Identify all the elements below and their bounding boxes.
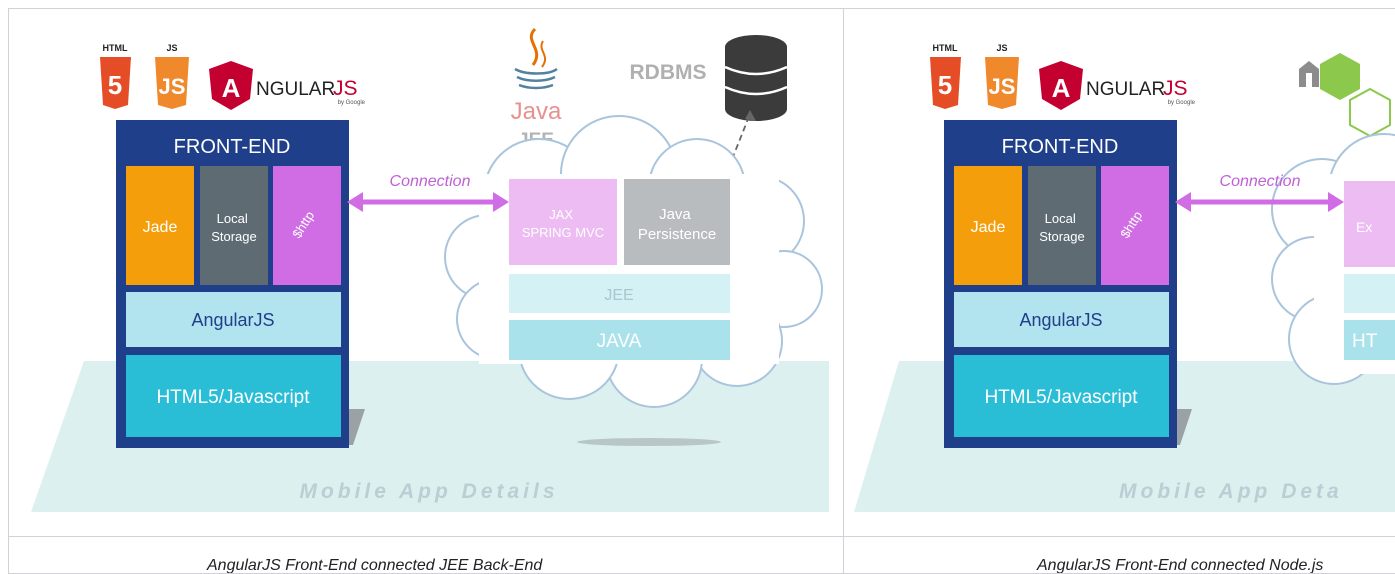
js-logo-icon: JS JS <box>155 43 189 109</box>
floor-label: Mobile App Deta <box>1119 480 1343 503</box>
angularjs-layer <box>126 292 341 347</box>
svg-text:NGULAR: NGULAR <box>1086 79 1165 100</box>
http-module <box>273 166 341 285</box>
angularjs-layer-label: AngularJS <box>191 310 274 330</box>
svg-text:NGULAR: NGULAR <box>256 79 335 100</box>
html5-layer-label: HTML5/Javascript <box>984 387 1138 408</box>
nodejs-architecture-diagram: Mobile App Deta HTML 5 JS JS A NGULAR JS… <box>854 43 1395 512</box>
svg-text:JS: JS <box>166 43 177 53</box>
svg-text:5: 5 <box>938 70 952 100</box>
connection-label: Connection <box>390 173 471 190</box>
nodejs-logo-icon <box>1299 53 1391 138</box>
angularjs-logo-icon: A NGULAR JS by Google <box>1039 61 1196 110</box>
rdbms-label: RDBMS <box>630 61 707 84</box>
caption-nodejs: AngularJS Front-End connected Node.js <box>1037 557 1324 574</box>
html5-logo-icon: HTML 5 <box>930 43 961 109</box>
local-storage-module <box>1028 166 1096 285</box>
html5-layer-label: HTML5/Javascript <box>156 387 310 408</box>
jax-spring-label: JAX SPRING MVC <box>522 207 604 240</box>
java-logo-text: Java <box>511 98 562 125</box>
connection-arrow <box>347 192 509 212</box>
svg-text:by Google: by Google <box>338 100 366 106</box>
local-storage-label: Local Storage <box>1039 211 1085 244</box>
svg-text:by Google: by Google <box>1168 100 1196 106</box>
jade-label: Jade <box>143 219 178 236</box>
svg-text:JS: JS <box>159 74 186 99</box>
jade-label: Jade <box>971 219 1006 236</box>
svg-text:A: A <box>222 73 241 103</box>
cloud-shadow <box>577 438 721 446</box>
java-persistence-box <box>624 179 730 265</box>
connection-label: Connection <box>1220 173 1301 190</box>
jee-architecture-cell: Mobile App Details HTML 5 JS JS A NGULAR… <box>8 8 844 574</box>
caption-jee: AngularJS Front-End connected JEE Back-E… <box>207 557 543 574</box>
floor-label: Mobile App Details <box>299 480 558 503</box>
frontend-title: FRONT-END <box>1002 136 1119 158</box>
local-storage-label: Local Storage <box>211 211 257 244</box>
ht-layer-label: HT <box>1352 331 1378 352</box>
http-module <box>1101 166 1169 285</box>
svg-text:JS: JS <box>1163 77 1188 100</box>
frontend-title: FRONT-END <box>174 136 291 158</box>
html5-layer <box>126 355 341 437</box>
java-logo-icon: Java JEE <box>511 27 562 151</box>
caption-row: AngularJS Front-End connected JEE Back-E… <box>9 536 843 573</box>
angularjs-layer <box>954 292 1169 347</box>
svg-text:JS: JS <box>989 74 1016 99</box>
connection-arrow <box>1175 192 1344 212</box>
svg-text:HTML: HTML <box>103 43 128 53</box>
html5-logo-icon: HTML 5 <box>100 43 131 109</box>
java-layer <box>509 320 730 360</box>
jee-architecture-diagram: Mobile App Details HTML 5 JS JS A NGULAR… <box>31 27 829 512</box>
svg-text:5: 5 <box>108 70 122 100</box>
html5-layer <box>954 355 1169 437</box>
java-persistence-label: Java Persistence <box>638 206 716 243</box>
jax-spring-box <box>509 179 617 265</box>
angularjs-logo-icon: A NGULAR JS by Google <box>209 61 366 110</box>
ht-layer <box>1344 320 1395 360</box>
svg-text:JS: JS <box>996 43 1007 53</box>
java-layer-label: JAVA <box>597 331 642 352</box>
jade-module <box>126 166 194 285</box>
express-label: Ex <box>1356 219 1372 235</box>
svg-text:JS: JS <box>333 77 358 100</box>
local-storage-module <box>200 166 268 285</box>
jee-layer <box>509 274 730 313</box>
local-storage-line-2: Storage <box>211 229 257 244</box>
caption-row: AngularJS Front-End connected Node.js <box>844 536 1395 573</box>
database-icon <box>724 35 788 121</box>
local-storage-line-1: Local <box>217 211 248 226</box>
middle-layer <box>1344 274 1395 313</box>
svg-text:A: A <box>1052 73 1071 103</box>
jade-module <box>954 166 1022 285</box>
nodejs-architecture-cell: Mobile App Deta HTML 5 JS JS A NGULAR JS… <box>843 8 1395 574</box>
express-box <box>1344 181 1395 267</box>
js-logo-icon: JS JS <box>985 43 1019 109</box>
svg-text:HTML: HTML <box>933 43 958 53</box>
angularjs-layer-label: AngularJS <box>1019 310 1102 330</box>
jee-layer-label: JEE <box>604 287 633 304</box>
